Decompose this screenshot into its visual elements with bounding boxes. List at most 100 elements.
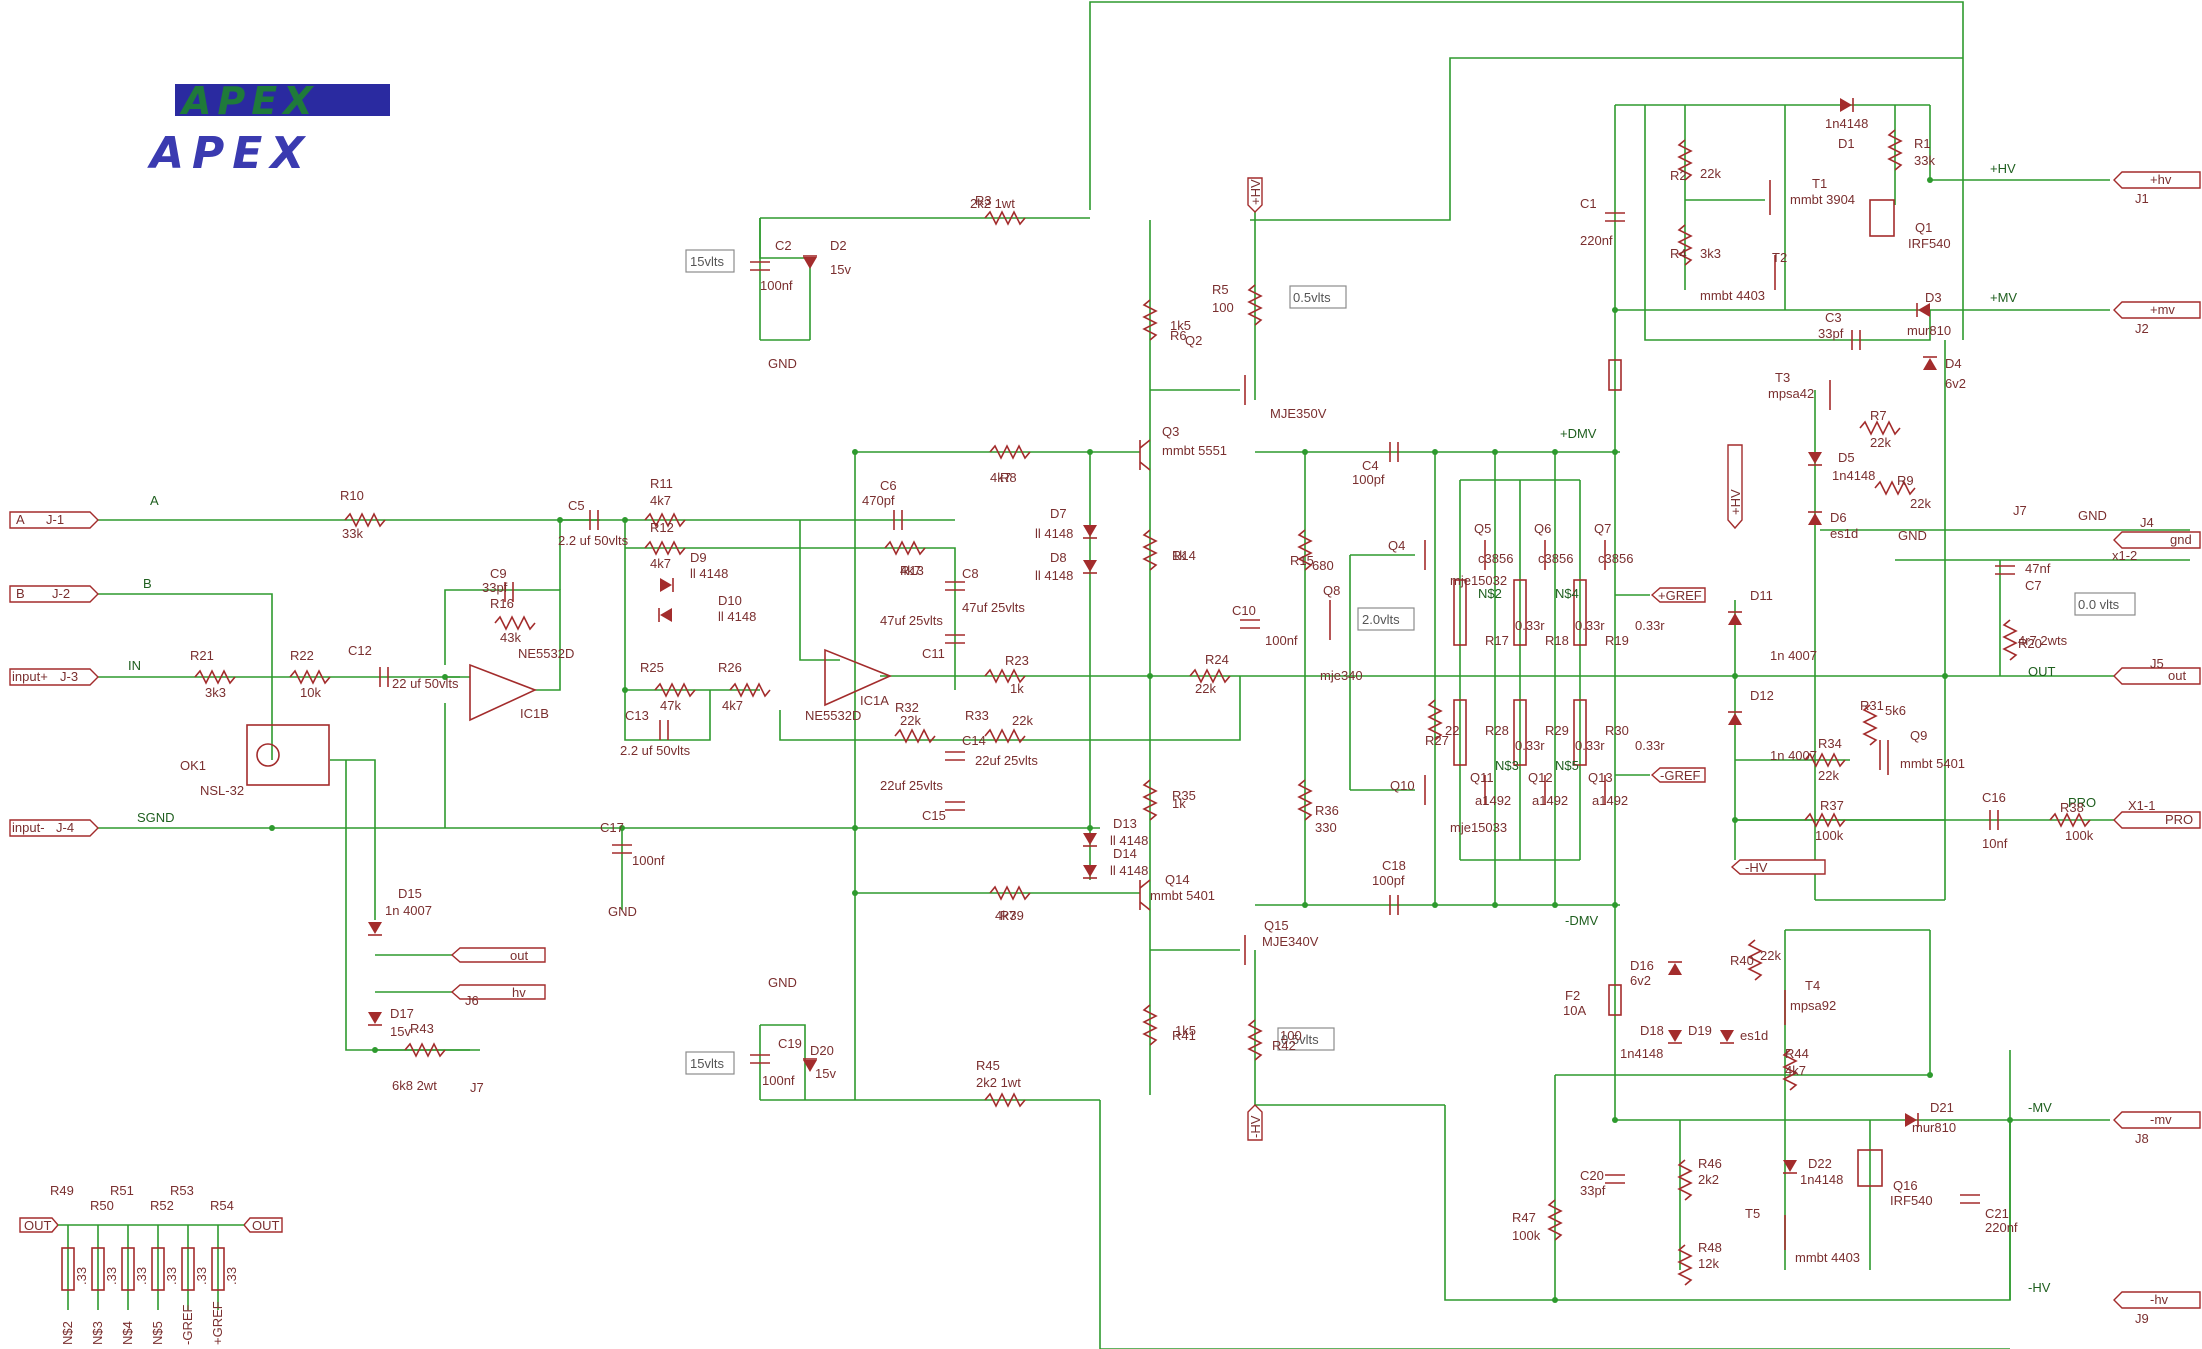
part-value-r36: 330 [1315, 820, 1337, 835]
part-value-d3: mur810 [1907, 323, 1951, 338]
part-ref-r4: R4 [1670, 246, 1687, 261]
part-value-t3: mpsa42 [1768, 386, 1814, 401]
part-value-r34: 22k [1818, 768, 1839, 783]
part-value-d22: 1n4148 [1800, 1172, 1843, 1187]
part-value-r1: 33k [1914, 153, 1935, 168]
part-value-t2: mmbt 4403 [1700, 288, 1765, 303]
part-value-r13: 4k7 [900, 563, 921, 578]
pin-j3: J-3 [60, 669, 78, 684]
part-ref-r1: R1 [1914, 136, 1931, 151]
part-value-r40: 22k [1760, 948, 1781, 963]
bank-value-r54: .33 [224, 1267, 239, 1285]
gnd-c19: GND [768, 975, 797, 990]
capacitors [379, 212, 2015, 1204]
part-ref-r24: R24 [1205, 652, 1229, 667]
part-ref-t2: T2 [1772, 250, 1787, 265]
part-ref-ic1a: IC1A [860, 693, 889, 708]
part-ref-r29: R29 [1545, 723, 1569, 738]
part-value-r12: 4k7 [650, 556, 671, 571]
part-value-d9: ll 4148 [690, 566, 728, 581]
flag-out-right: OUT [252, 1218, 280, 1233]
flag-out: out [2168, 668, 2186, 683]
part-ref-r47: R47 [1512, 1210, 1536, 1225]
flag-pgref: +GREF [1658, 588, 1702, 603]
ic1b-symbol [469, 663, 538, 722]
part-ref-c6: C6 [880, 478, 897, 493]
flag-phv: +hv [2150, 172, 2172, 187]
part-value-d1: 1n4148 [1825, 116, 1868, 131]
net-sgnd: SGND [137, 810, 175, 825]
part-ref-d18: D18 [1640, 1023, 1664, 1038]
flag-local-out: out [510, 948, 528, 963]
part-value-d7: ll 4148 [1035, 526, 1073, 541]
part-value-d18: 1n4148 [1620, 1046, 1663, 1061]
flag-a: A [16, 512, 25, 527]
part-value-r16: 43k [500, 630, 521, 645]
part-ref-r44: R44 [1785, 1046, 1809, 1061]
part-value-f2: 10A [1563, 1003, 1586, 1018]
part-ref-c12: C12 [348, 643, 372, 658]
part-ref-d2: D2 [830, 238, 847, 253]
part-value-r20: 4r7 2wts [2018, 633, 2068, 648]
pin-j1: J-1 [46, 512, 64, 527]
part-value-d21: mur810 [1912, 1120, 1956, 1135]
part-value-q2: MJE350V [1270, 406, 1327, 421]
part-value-ic1b: NE5532D [518, 646, 574, 661]
flag-local-hv: hv [512, 985, 526, 1000]
part-value-q1: IRF540 [1908, 236, 1951, 251]
part-value-q14: mmbt 5401 [1150, 888, 1215, 903]
part-ref-q11: Q11 [1470, 770, 1494, 785]
part-value-r38: 100k [2065, 828, 2094, 843]
part-value-c14: 22uf 25vlts [975, 753, 1038, 768]
part-value-r25: 47k [660, 698, 681, 713]
part-value-r8: 4k7 [990, 470, 1011, 485]
pin-j2: J-2 [52, 586, 70, 601]
part-value-d15: 1n 4007 [385, 903, 432, 918]
part-ref-r2: R2 [1670, 168, 1687, 183]
part-value-c7: 47nf [2025, 561, 2051, 576]
part-ref-c18: C18 [1382, 858, 1406, 873]
junctions [269, 177, 2013, 1303]
part-ref-r45: R45 [976, 1058, 1000, 1073]
part-ref-d9: D9 [690, 550, 707, 565]
part-ref-t5: T5 [1745, 1206, 1760, 1221]
part-ref-r40: R40 [1730, 953, 1754, 968]
bank-ref-r51: R51 [110, 1183, 134, 1198]
part-ref-r41: R41 [1172, 1028, 1196, 1043]
volt-box-6: 15vlts [690, 1056, 724, 1071]
part-value-d2: 15v [830, 262, 851, 277]
part-ref-r43: R43 [410, 1021, 434, 1036]
part-ref-r22: R22 [290, 648, 314, 663]
ok1-symbol [246, 724, 330, 786]
part-value-d13: ll 4148 [1110, 833, 1148, 848]
node-n4: N$4 [1555, 586, 1579, 601]
part-ref-q9: Q9 [1910, 728, 1927, 743]
part-ref-d4: D4 [1945, 356, 1962, 371]
part-value-r41: 1k5 [1175, 1023, 1196, 1038]
part-value-r39: 4k7 [995, 908, 1016, 923]
bank-value-r53: .33 [194, 1267, 209, 1285]
label-j1: J1 [2135, 191, 2149, 206]
part-value-d14: ll 4148 [1110, 863, 1148, 878]
net-mhv: -HV [2028, 1280, 2051, 1295]
node-n3: N$3 [1495, 758, 1519, 773]
gnd-c2: GND [768, 356, 797, 371]
resistor-bank: R49.33N$2R50.33N$3R51.33N$4R52.33N$5R53.… [50, 1183, 244, 1345]
part-ref-c15: C15 [922, 808, 946, 823]
flag-pmv: +mv [2150, 302, 2175, 317]
part-value-q13: a1492 [1592, 793, 1628, 808]
part-value-c13: 2.2 uf 50vlts [620, 743, 691, 758]
part-ref-r21: R21 [190, 648, 214, 663]
part-ref-q8: Q8 [1323, 583, 1340, 598]
part-ref-q3: Q3 [1162, 424, 1179, 439]
label-x1: X1-1 [2128, 798, 2155, 813]
part-value-r24: 22k [1195, 681, 1216, 696]
volt-box-5: 0.5vlts [1281, 1032, 1319, 1047]
part-ref-c9: C9 [490, 566, 507, 581]
part-value-c10: 100nf [1265, 633, 1298, 648]
part-value-q11: a1492 [1475, 793, 1511, 808]
part-value-d10: ll 4148 [718, 609, 756, 624]
part-value-r10: 33k [342, 526, 363, 541]
part-value-q15: MJE340V [1262, 934, 1319, 949]
